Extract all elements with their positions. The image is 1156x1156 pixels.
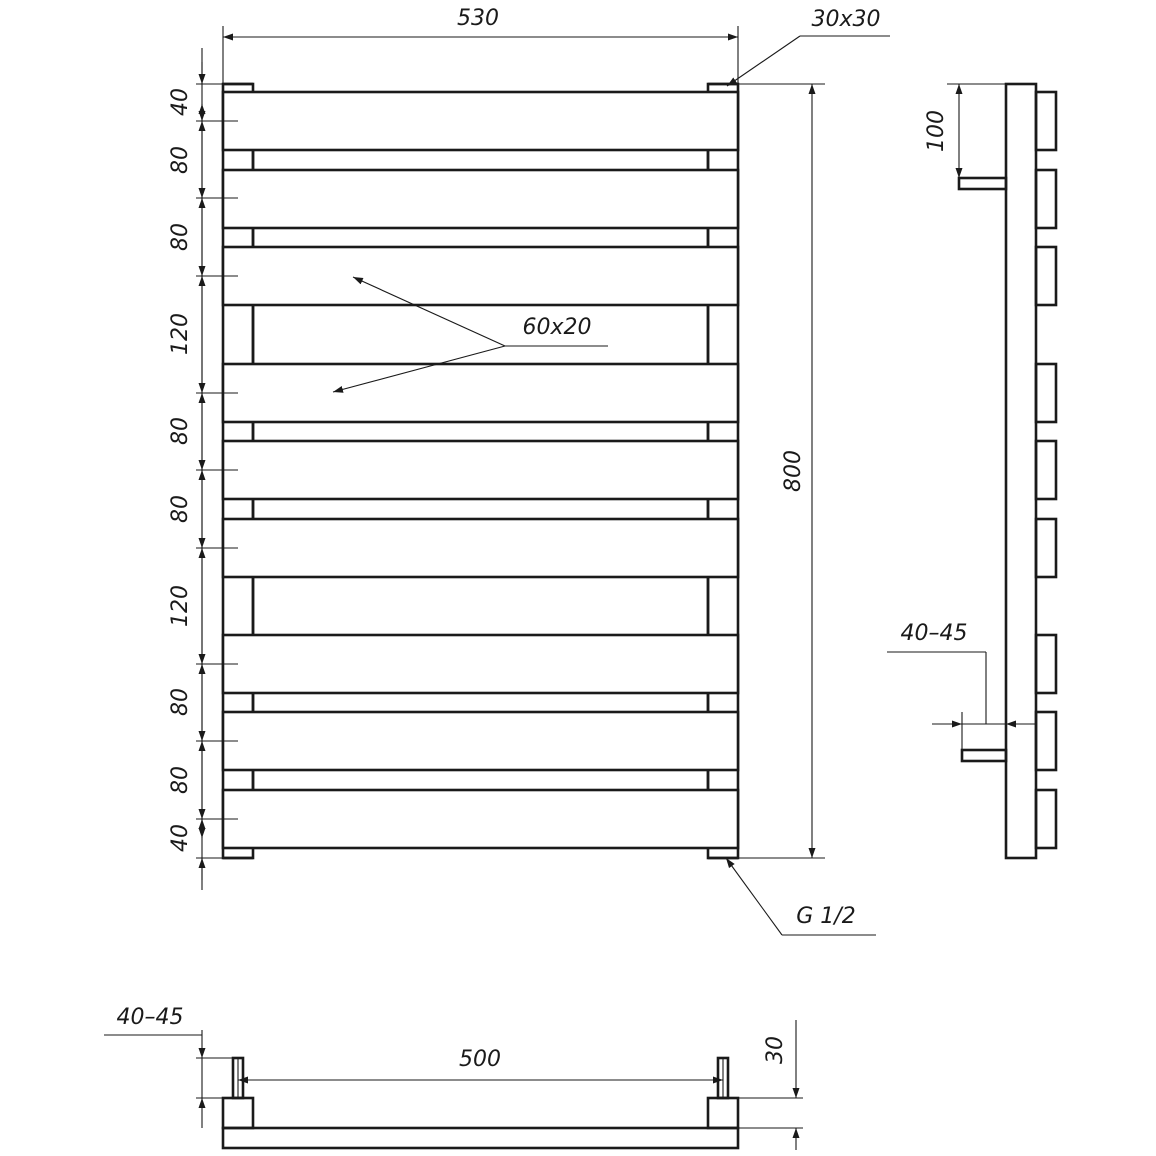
spacing-label: 120 [168,585,193,627]
center-distance-dimension: 500 [238,1047,723,1084]
flat-tube [221,633,740,695]
flat-tube [221,788,740,850]
flat-tube [221,168,740,230]
center-distance-label: 500 [459,1047,501,1072]
tube-end [1034,362,1058,424]
tube-profile-leader: 60x20 [332,276,608,393]
side-view: 100 40–45 [887,82,1058,860]
spacing-labels: 40 80 80 120 80 80 120 80 80 40 [168,88,193,852]
side-wall-distance-dimension: 40–45 [887,621,1036,750]
tube-end [1034,439,1058,501]
top-offset-dimension: 100 [924,83,1006,178]
height-dimension: 800 [738,83,825,859]
spacing-label: 80 [168,495,193,523]
collector-inner-edges [223,150,738,860]
tube-end [1034,710,1058,772]
bottom-wall-bracket [960,748,1008,763]
flat-tube [221,439,740,501]
top-wall-bracket [957,176,1008,191]
connection-label: G 1/2 [796,904,855,929]
collector-profile-label: 30x30 [811,7,880,32]
height-label: 800 [781,450,806,492]
tube-end [1034,90,1058,152]
spacing-label: 80 [168,766,193,794]
tube-end [1034,168,1058,230]
flat-tube [221,362,740,424]
bottom-tube [221,1126,740,1150]
flat-tube [221,245,740,307]
collector-profile-leader: 30x30 [726,7,890,87]
tube-end [1034,517,1058,579]
flat-tube [221,90,740,152]
bottom-wall-distance-label: 40–45 [117,1005,184,1030]
tube-end [1034,788,1058,850]
spacing-label: 80 [168,146,193,174]
width-label: 530 [457,6,499,31]
tube-profile-label: 60x20 [522,315,591,340]
side-wall-distance-label: 40–45 [901,621,968,646]
side-collector [1004,82,1038,860]
width-dimension: 530 [222,6,739,84]
left-collector-section [221,1096,255,1130]
front-view: 530 30x30 800 60x20 G 1/2 [168,6,890,936]
tube-end [1034,245,1058,307]
flat-tubes [221,90,740,850]
connection-leader: G 1/2 [725,857,876,936]
pipe-height-label: 30 [763,1036,788,1064]
spacing-label: 80 [168,688,193,716]
flat-tube [221,710,740,772]
top-offset-label: 100 [924,110,949,152]
left-spacing-dimensions: 40 80 80 120 80 80 120 80 80 40 [168,48,253,890]
right-collector-section [706,1096,740,1130]
bottom-view: 500 40–45 30 [104,1005,803,1150]
bottom-wall-distance-dimension: 40–45 [104,1005,233,1128]
tube-end [1034,633,1058,695]
spacing-label: 40 [168,88,193,116]
flat-tube [221,517,740,579]
pipe-height-dimension: 30 [738,1020,803,1150]
side-tube-ends [1034,90,1058,850]
spacing-label: 80 [168,223,193,251]
spacing-label: 40 [168,824,193,852]
spacing-label: 80 [168,417,193,445]
spacing-label: 120 [168,313,193,355]
